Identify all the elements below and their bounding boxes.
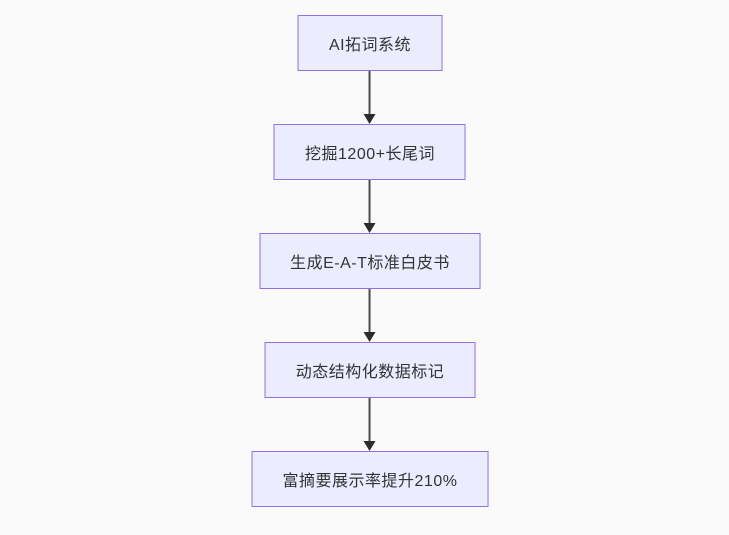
- flow-node-label: 生成E-A-T标准白皮书: [290, 255, 450, 272]
- flow-node-structured-data-markup: 动态结构化数据标记: [264, 342, 476, 398]
- flow-node-label: 富摘要展示率提升210%: [282, 473, 458, 490]
- down-arrow-connector: [363, 180, 377, 233]
- arrow-shaft: [369, 180, 371, 224]
- flow-node-label: AI拓词系统: [328, 37, 412, 54]
- arrowhead-icon: [364, 114, 376, 124]
- flow-node-eat-whitepaper: 生成E-A-T标准白皮书: [259, 233, 481, 289]
- arrow-shaft: [369, 398, 371, 442]
- flow-node-label: 挖掘1200+长尾词: [305, 146, 435, 163]
- down-arrow-connector: [363, 289, 377, 342]
- arrowhead-icon: [364, 223, 376, 233]
- flow-node-rich-snippet-uplift: 富摘要展示率提升210%: [251, 451, 489, 507]
- down-arrow-connector: [363, 71, 377, 124]
- down-arrow-connector: [363, 398, 377, 451]
- flow-node-longtail-mining: 挖掘1200+长尾词: [274, 124, 466, 180]
- flowchart-column: AI拓词系统 挖掘1200+长尾词 生成E-A-T标准白皮书 动态结构化数据标记: [251, 15, 489, 507]
- flow-node-label: 动态结构化数据标记: [295, 364, 445, 381]
- flow-node-ai-keyword-system: AI拓词系统: [297, 15, 443, 71]
- arrowhead-icon: [364, 332, 376, 342]
- arrow-shaft: [369, 71, 371, 115]
- arrowhead-icon: [364, 441, 376, 451]
- arrow-shaft: [369, 289, 371, 333]
